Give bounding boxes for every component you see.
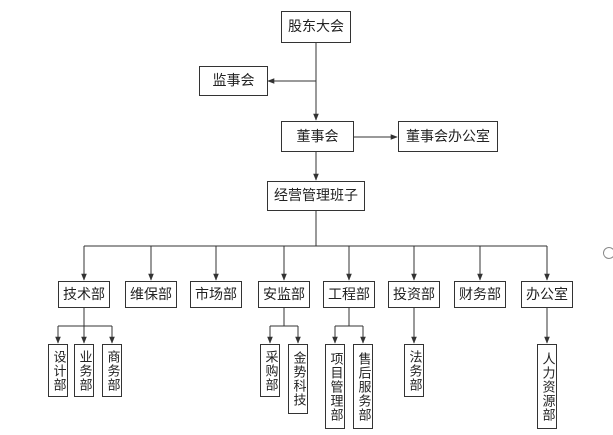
board-office-box: 董事会办公室	[398, 121, 498, 152]
department-box: 市场部	[190, 281, 242, 308]
sub-department-label: 金势科技	[290, 351, 306, 407]
department-box: 维保部	[125, 281, 177, 308]
sub-department-label: 设计部	[50, 349, 66, 392]
department-label: 财务部	[459, 286, 501, 303]
supervisors-box: 监事会	[199, 66, 268, 96]
supervisors-label: 监事会	[212, 73, 255, 89]
department-box: 工程部	[323, 281, 375, 308]
department-box: 技术部	[58, 281, 110, 308]
department-label: 安监部	[263, 286, 305, 303]
department-label: 工程部	[328, 286, 370, 303]
department-box: 安监部	[258, 281, 310, 308]
sub-department-box: 商务部	[102, 344, 122, 397]
sub-department-label: 法务部	[406, 349, 422, 392]
sub-department-box: 业务部	[74, 344, 94, 397]
sub-department-label: 商务部	[104, 349, 120, 392]
shareholders-box: 股东大会	[281, 11, 351, 43]
sub-department-box: 售后服务部	[353, 344, 373, 429]
department-box: 财务部	[454, 281, 506, 308]
department-label: 投资部	[393, 286, 435, 303]
management-box: 经营管理班子	[267, 181, 365, 211]
circle-icon	[603, 247, 613, 259]
department-label: 维保部	[130, 286, 172, 303]
sub-department-box: 采购部	[260, 344, 280, 397]
department-label: 市场部	[195, 286, 237, 303]
department-box: 投资部	[388, 281, 440, 308]
sub-department-label: 售后服务部	[355, 351, 371, 422]
board-box: 董事会	[281, 121, 354, 152]
sub-department-box: 人力资源部	[537, 344, 557, 429]
sub-department-box: 设计部	[48, 344, 68, 397]
sub-department-label: 人力资源部	[539, 351, 555, 422]
department-label: 技术部	[63, 286, 105, 303]
shareholders-label: 股东大会	[288, 19, 344, 35]
sub-department-label: 业务部	[76, 349, 92, 392]
sub-department-box: 金势科技	[288, 344, 308, 414]
sub-department-label: 采购部	[262, 349, 278, 392]
department-box: 办公室	[521, 281, 573, 308]
sub-department-box: 法务部	[404, 344, 424, 397]
sub-department-label: 项目管理部	[327, 351, 343, 422]
sub-department-box: 项目管理部	[325, 344, 345, 429]
board-label: 董事会	[296, 128, 339, 145]
department-label: 办公室	[526, 286, 568, 303]
board-office-label: 董事会办公室	[406, 128, 490, 145]
management-label: 经营管理班子	[274, 188, 358, 204]
